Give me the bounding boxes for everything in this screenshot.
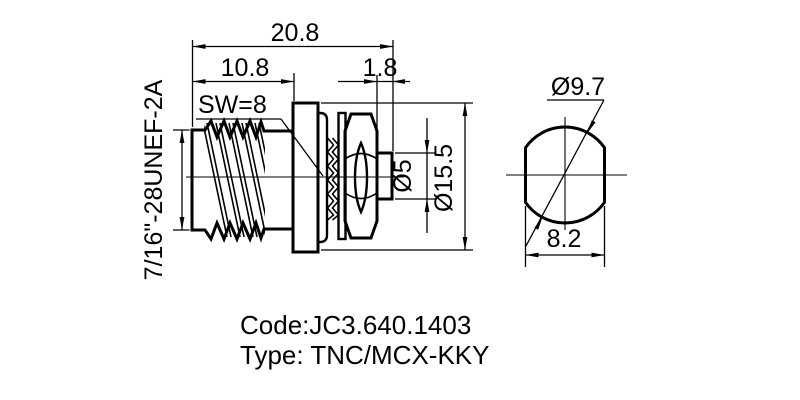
footer: Code:JC3.640.1403 Type: TNC/MCX-KKY [240,310,489,370]
threaded-body-outline [190,117,295,243]
thread-spec-label: 7/16"-28UNEF-2A [140,79,168,280]
dim-thread-length-label: 10.8 [221,54,270,82]
dim-flat-width-label: 8.2 [547,225,582,253]
part-type: Type: TNC/MCX-KKY [240,340,489,370]
hex-nut [343,112,379,240]
dimension-tip-length: 1.8 [338,54,410,128]
wrench-size-label: SW=8 [198,91,267,119]
dim-tip-diameter-label: Ø5 [389,159,417,192]
dim-tip-length-label: 1.8 [363,54,398,82]
dimension-tip-diameter: Ø5 [389,118,436,233]
dimension-flat-width: 8.2 [524,206,606,267]
front-view [186,101,404,254]
dimension-body-diameter: Ø9.7 [525,73,605,247]
dim-body-diameter-label: Ø9.7 [551,73,605,101]
dimension-flange-diameter: Ø15.5 [321,102,473,251]
wrench-size-callout: SW=8 [196,91,324,177]
rear-view: Ø9.7 8.2 [506,73,627,267]
wrench-leader-line [280,118,324,177]
dim-total-length-label: 20.8 [271,19,320,47]
mcx-stub [375,151,394,201]
lock-washer-teeth [326,137,340,221]
dimension-total-length: 20.8 [191,19,394,151]
thread-hatch-lines [204,122,265,238]
dim-flange-diameter-label: Ø15.5 [430,144,458,212]
body-circle-with-flats [524,125,606,225]
dimension-thread-length: 10.8 [192,54,295,101]
dimension-thread-spec: 7/16"-28UNEF-2A [140,79,190,280]
part-code: Code:JC3.640.1403 [240,310,471,340]
